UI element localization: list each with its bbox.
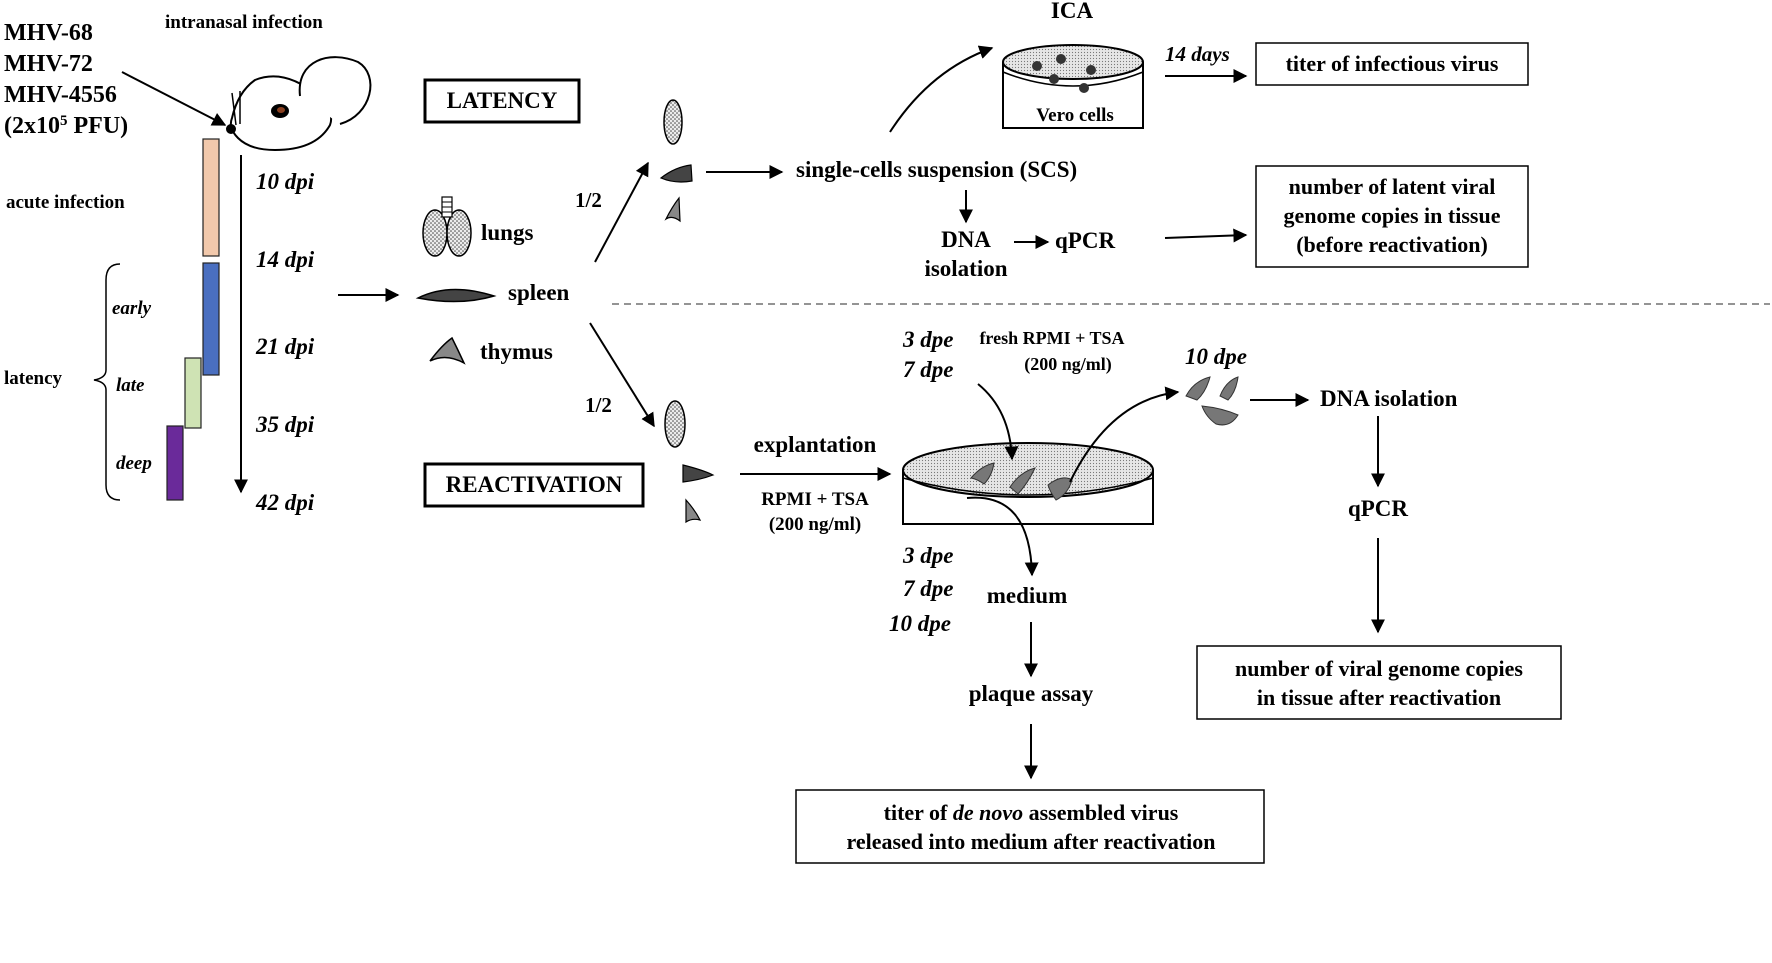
vero-label: Vero cells [1036, 105, 1114, 126]
reactivated-copies-line: in tissue after reactivation [1257, 685, 1501, 710]
ica-result-box [1255, 42, 1529, 86]
deep-latency-bar [166, 425, 184, 501]
tissue-trio-bottom [664, 400, 715, 524]
late-latency-bar [184, 357, 202, 429]
latency-brace [93, 263, 121, 501]
latent-copies-line: number of latent viral [1289, 174, 1496, 199]
timepoint-label: 21 dpi [255, 334, 315, 359]
to-medium-arrow [966, 496, 1039, 577]
vero-dish-icon [1002, 44, 1144, 129]
days-label: 14 days [1165, 42, 1230, 66]
medium-label: medium [987, 583, 1068, 608]
dpe-medium-label: 3 dpe [902, 543, 953, 568]
reactivation-box-label: REACTIVATION [446, 472, 623, 497]
dpe-medium-label: 10 dpe [889, 611, 951, 636]
mouse-icon [226, 56, 372, 152]
reactivation-box [423, 462, 645, 508]
strain-label: MHV-68 [4, 20, 93, 46]
ica-result-label: titer of infectious virus [1286, 51, 1499, 76]
timepoint-label: 10 dpi [256, 169, 315, 194]
timepoint-label: 14 dpi [256, 247, 315, 272]
spleen-icon [415, 288, 497, 303]
dose-label: (2x105 PFU) [4, 113, 128, 139]
infection-arrow [121, 71, 227, 126]
timepoint-label: 35 dpi [255, 412, 315, 437]
medium-composition: RPMI + TSA [761, 489, 869, 510]
thymus-icon [429, 336, 466, 365]
ica-label: ICA [1051, 0, 1094, 23]
early-label: early [112, 298, 152, 319]
split-arrow-top [594, 161, 649, 263]
dpe-medium-label: 7 dpe [903, 576, 953, 601]
de-novo-titer-box [795, 789, 1265, 864]
dpe-tissue-label: 10 dpe [1185, 344, 1247, 369]
organ-label: thymus [480, 339, 553, 364]
split-arrow-bottom [589, 322, 655, 428]
to-ica-arrow [889, 45, 994, 133]
explant-dish-icon [902, 442, 1154, 525]
tissue-trio-top [659, 99, 693, 223]
half-label: 1/2 [575, 188, 602, 212]
fresh-medium-label: (200 ng/ml) [1024, 354, 1112, 375]
scs-label: single-cells suspension (SCS) [796, 157, 1077, 182]
to-latent-copies-arrow [1164, 228, 1248, 243]
strain-label: MHV-4556 [4, 82, 117, 108]
dna-label: isolation [924, 256, 1007, 281]
medium-composition: (200 ng/ml) [769, 514, 861, 535]
dpe-label: 7 dpe [903, 357, 953, 382]
plaque-assay-label: plaque assay [969, 681, 1094, 706]
acute-phase-bar [202, 138, 220, 257]
dna-isolation-label: DNA isolation [1320, 386, 1458, 411]
latency-box-label: LATENCY [447, 88, 558, 113]
deep-label: deep [116, 453, 152, 474]
reactivated-copies-box [1196, 645, 1562, 720]
latent-copies-line: genome copies in tissue [1284, 203, 1501, 228]
qpcr-label: qPCR [1055, 228, 1115, 253]
tissue-out-arrow [1069, 386, 1180, 483]
latency-label: latency [4, 368, 63, 389]
de-novo-titer-line: released into medium after reactivation [846, 829, 1215, 854]
route-label: intranasal infection [165, 12, 323, 33]
strain-list: MHV-68 MHV-72 MHV-4556 (2x105 PFU) [4, 20, 128, 139]
latent-copies-box [1255, 165, 1529, 268]
latency-box [423, 78, 581, 124]
explantation-label: explantation [754, 432, 877, 457]
strain-label: MHV-72 [4, 51, 93, 77]
latent-copies-line: (before reactivation) [1296, 232, 1488, 257]
fresh-medium-arrow [977, 383, 1019, 461]
timepoint-label: 42 dpi [255, 490, 315, 515]
reactivated-copies-line: number of viral genome copies [1235, 656, 1523, 681]
explanted-tissue-icon [1185, 376, 1239, 426]
organ-label: spleen [508, 280, 570, 305]
dpe-label: 3 dpe [902, 327, 953, 352]
dna-label: DNA [941, 227, 991, 252]
de-novo-titer-line: titer of de novo assembled virus [884, 800, 1179, 825]
half-label: 1/2 [585, 393, 612, 417]
lungs-icon [422, 196, 472, 257]
fresh-medium-label: fresh RPMI + TSA [979, 328, 1124, 348]
qpcr2-label: qPCR [1348, 496, 1408, 521]
late-label: late [116, 375, 145, 396]
early-latency-bar [202, 262, 220, 376]
organ-label: lungs [481, 220, 533, 245]
acute-label: acute infection [6, 192, 125, 213]
